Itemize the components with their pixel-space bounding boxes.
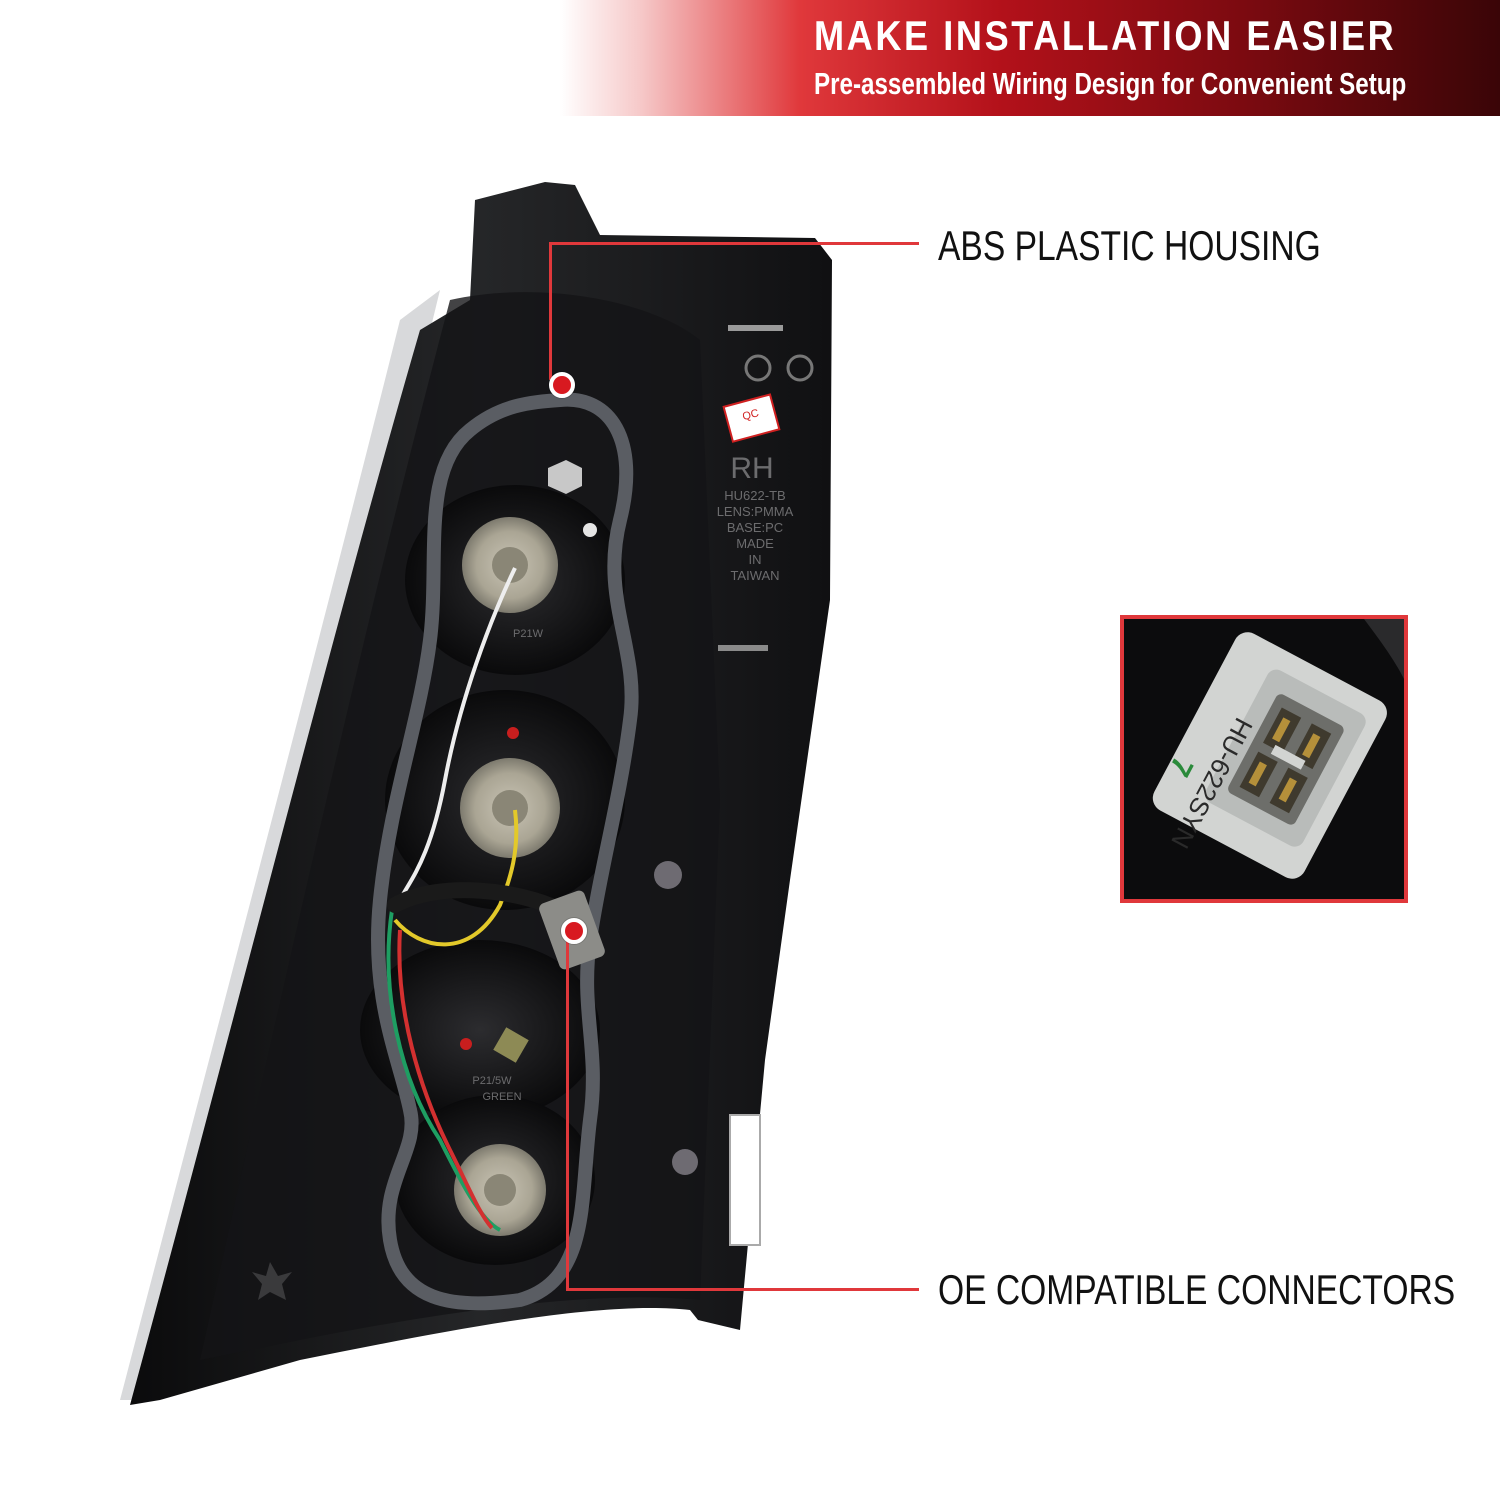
connector-callout-line-v <box>566 930 569 1290</box>
housing-callout-label: ABS PLASTIC HOUSING <box>938 222 1321 269</box>
country-marking: TAIWAN <box>730 568 779 583</box>
part-marking: HU622-TB <box>724 488 785 503</box>
housing-callout-line-v <box>549 242 552 380</box>
connector-callout-line-h <box>566 1288 919 1291</box>
housing-callout-dot <box>549 372 575 398</box>
housing-callout-line-h <box>549 242 919 245</box>
made-marking: MADE <box>736 536 774 551</box>
connector-callout-label: OE COMPATIBLE CONNECTORS <box>938 1266 1456 1313</box>
qc-sticker-text: QC <box>741 407 760 423</box>
wire-green-marking: GREEN <box>482 1091 521 1103</box>
banner-title: MAKE INSTALLATION EASIER <box>814 12 1397 59</box>
in-marking: IN <box>749 552 762 567</box>
connector-closeup-image: HU-622SYN 7 <box>1124 619 1404 899</box>
gasket-seal <box>370 392 639 1311</box>
bulb-top-marking: P21W <box>513 628 544 640</box>
connector-callout-dot <box>561 918 587 944</box>
connector-closeup-inset: HU-622SYN 7 <box>1120 615 1408 903</box>
bulb-mid-marking: P21/5W <box>472 1075 512 1087</box>
side-marking: RH <box>730 452 773 485</box>
base-marking: BASE:PC <box>727 520 783 535</box>
lens-marking: LENS:PMMA <box>717 504 794 519</box>
header-banner: MAKE INSTALLATION EASIER Pre-assembled W… <box>0 0 1500 116</box>
banner-subtitle: Pre-assembled Wiring Design for Convenie… <box>814 66 1407 101</box>
